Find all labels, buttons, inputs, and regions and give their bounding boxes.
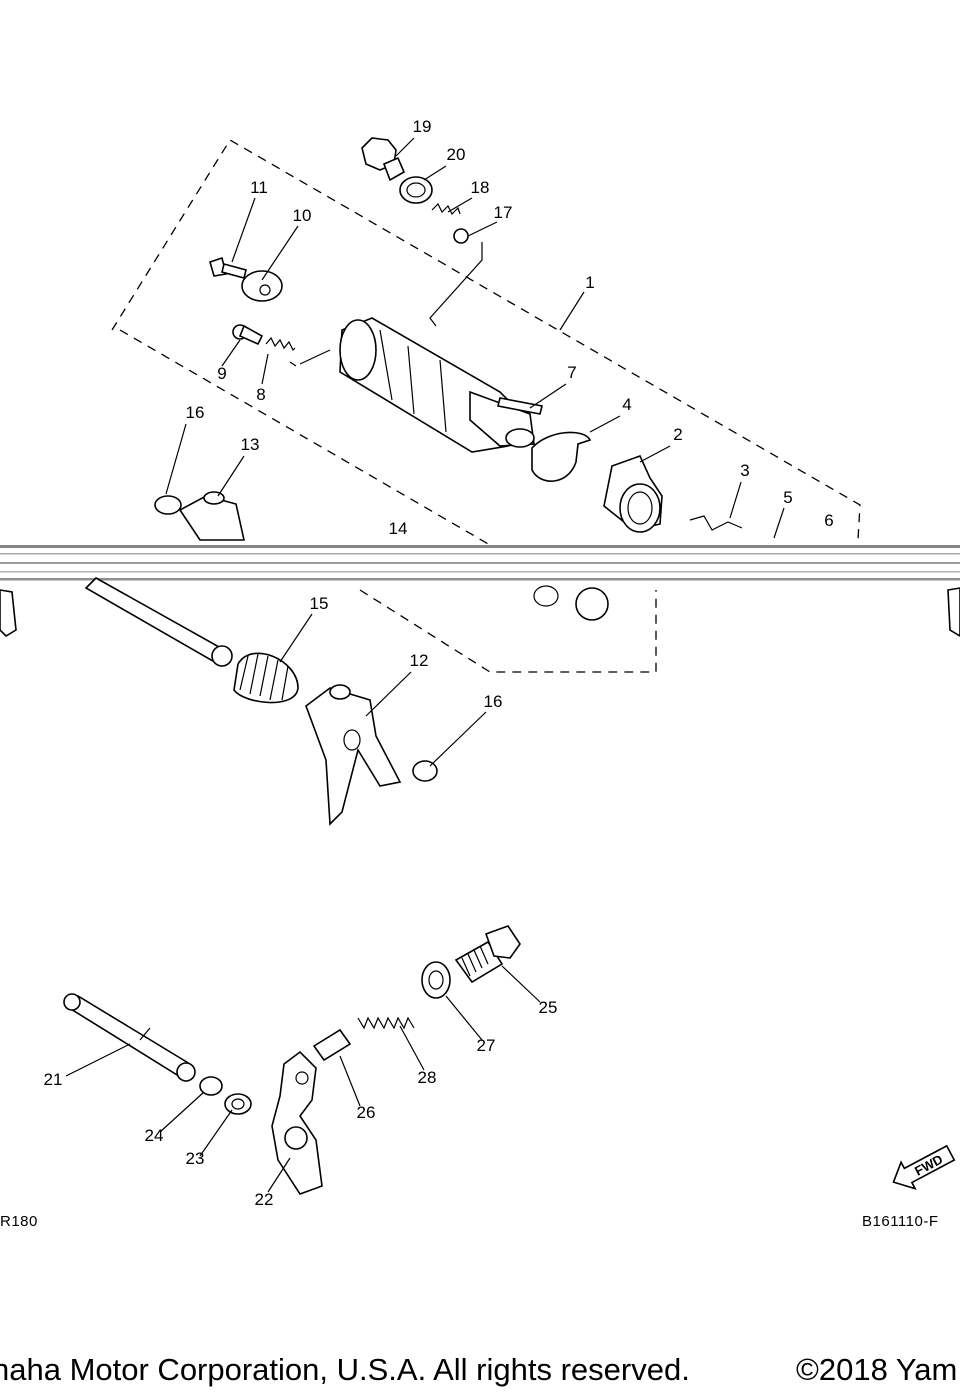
callout-6: 6 [824, 511, 833, 530]
copyright-year: ©2018 Yam [796, 1352, 958, 1387]
shaft-21 [63, 993, 196, 1082]
callout-24: 24 [145, 1126, 164, 1145]
washer-23 [224, 1093, 252, 1115]
callout-18: 18 [471, 178, 490, 197]
circlip-16-lower [412, 760, 438, 782]
shift-fork-12 [305, 684, 402, 826]
callout-15: 15 [310, 594, 329, 613]
callout-1: 1 [585, 273, 594, 292]
collar-26 [312, 1028, 352, 1062]
callout-26: 26 [357, 1103, 376, 1122]
spring-15 [233, 652, 299, 704]
callout-labels: 1234567891011121314151616171819202122232… [44, 117, 834, 1209]
leader-lines [65, 137, 785, 1193]
callout-16: 16 [484, 692, 503, 711]
spring-8 [265, 336, 296, 352]
callout-4: 4 [622, 395, 631, 414]
callout-5: 5 [783, 488, 792, 507]
spring-28 [357, 1016, 415, 1030]
callout-3: 3 [740, 461, 749, 480]
fork-stub-left [0, 589, 17, 638]
callout-16: 16 [186, 403, 205, 422]
callout-20: 20 [447, 145, 466, 164]
fwd-label: FWD [912, 1152, 945, 1179]
drawing-code-left: R180 [0, 1213, 38, 1230]
callout-10: 10 [293, 206, 312, 225]
callout-7: 7 [567, 363, 576, 382]
stopper-lever-22 [271, 1050, 323, 1195]
callout-22: 22 [255, 1190, 274, 1209]
callout-19: 19 [413, 117, 432, 136]
shift-fork-13 [178, 491, 245, 541]
segment-2 [603, 454, 663, 533]
circlip-band [575, 587, 609, 621]
pin-9 [232, 324, 264, 346]
scan-noise-band [0, 545, 960, 581]
guide-bar-14 [84, 577, 233, 667]
callout-8: 8 [256, 385, 265, 404]
ball-17 [453, 228, 469, 244]
bolt-25 [454, 925, 521, 984]
washer-20 [399, 176, 433, 204]
callout-13: 13 [241, 435, 260, 454]
callout-12: 12 [410, 651, 429, 670]
copyright-footer: naha Motor Corporation, U.S.A. All right… [0, 1352, 690, 1387]
pin-7 [497, 397, 543, 415]
plate-4 [531, 431, 592, 482]
spring-3 [689, 515, 743, 531]
callout-14: 14 [389, 519, 408, 538]
callout-9: 9 [217, 364, 226, 383]
drawing-code-right: B161110-F [862, 1213, 939, 1230]
callout-25: 25 [539, 998, 558, 1017]
callout-11: 11 [250, 178, 268, 197]
washer-27 [421, 961, 451, 999]
callout-17: 17 [494, 203, 513, 222]
shift-drum-1 [339, 317, 535, 453]
callout-2: 2 [673, 425, 682, 444]
assembly-boundary-lower [119, 329, 657, 673]
fork-stub-right [947, 587, 960, 637]
circlip-24 [199, 1076, 223, 1096]
screw-11 [209, 256, 247, 279]
circlip-band-2 [533, 585, 559, 607]
callout-27: 27 [477, 1036, 496, 1055]
callout-28: 28 [418, 1068, 437, 1087]
callout-23: 23 [186, 1149, 205, 1168]
callout-21: 21 [44, 1070, 63, 1089]
plate-10 [241, 270, 283, 302]
fwd-arrow: FWD [892, 1144, 956, 1191]
bolt-19 [361, 137, 406, 182]
assembly-boundary [111, 139, 861, 541]
spring-18 [431, 202, 461, 216]
circlip-16-upper [154, 495, 182, 515]
